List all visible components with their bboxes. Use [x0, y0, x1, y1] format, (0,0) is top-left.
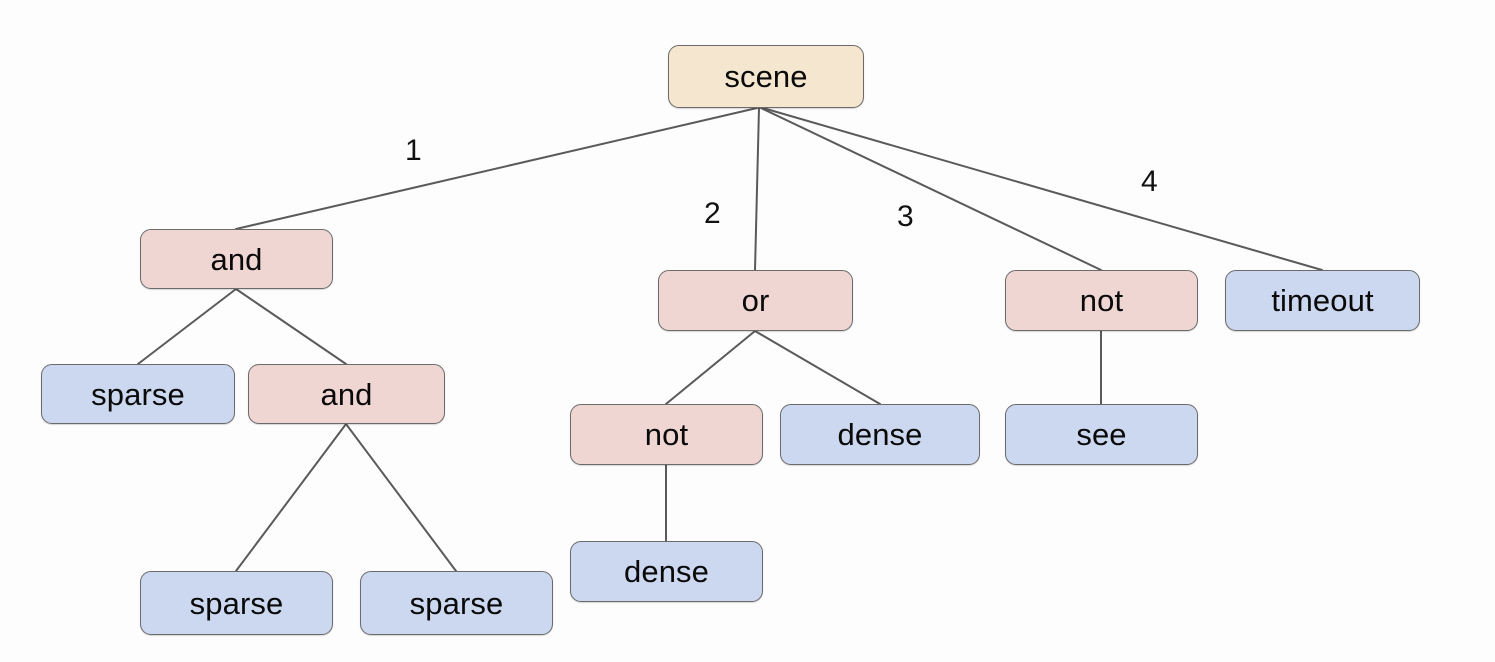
node-label: not — [644, 417, 689, 452]
node-label: see — [1076, 417, 1127, 452]
node-and1[interactable]: and — [140, 229, 333, 289]
node-label: dense — [837, 417, 923, 452]
node-not_r[interactable]: not — [1005, 270, 1198, 331]
node-label: or — [741, 283, 770, 318]
edge-or1-to-dense1 — [754, 330, 881, 405]
node-label: scene — [724, 59, 808, 94]
node-or1[interactable]: or — [658, 270, 853, 331]
node-dense1[interactable]: dense — [780, 404, 980, 465]
node-and2[interactable]: and — [248, 364, 445, 424]
edge-and1-to-sparse1 — [137, 288, 237, 365]
node-label: and — [320, 376, 373, 412]
node-see[interactable]: see — [1005, 404, 1198, 465]
edge-and2-to-sparse3 — [345, 423, 457, 572]
edge-label-2: 2 — [704, 197, 721, 230]
edge-label-4: 4 — [1141, 165, 1158, 198]
edge-label-1: 1 — [405, 134, 422, 167]
node-dense2[interactable]: dense — [570, 541, 763, 602]
node-sparse2[interactable]: sparse — [140, 571, 333, 635]
node-label: and — [210, 241, 263, 277]
edge-scene-to-or1 — [754, 107, 760, 271]
edge-or1-to-not_m — [665, 330, 756, 405]
node-sparse1[interactable]: sparse — [41, 364, 235, 424]
node-timeout[interactable]: timeout — [1225, 270, 1420, 331]
edge-and1-to-and2 — [235, 288, 347, 365]
edge-and2-to-sparse2 — [235, 423, 347, 572]
edge-scene-to-and1 — [235, 107, 758, 230]
node-label: not — [1079, 283, 1124, 318]
edge-label-3: 3 — [897, 200, 914, 233]
node-label: sparse — [189, 585, 284, 621]
node-label: dense — [624, 554, 709, 589]
node-not_m[interactable]: not — [570, 404, 763, 465]
node-sparse3[interactable]: sparse — [360, 571, 553, 635]
node-scene[interactable]: scene — [668, 45, 864, 108]
edge-scene-to-timeout — [762, 107, 1323, 271]
edge-scene-to-not_r — [760, 107, 1102, 271]
node-label: timeout — [1271, 283, 1374, 318]
node-label: sparse — [91, 376, 185, 412]
node-label: sparse — [409, 585, 504, 621]
